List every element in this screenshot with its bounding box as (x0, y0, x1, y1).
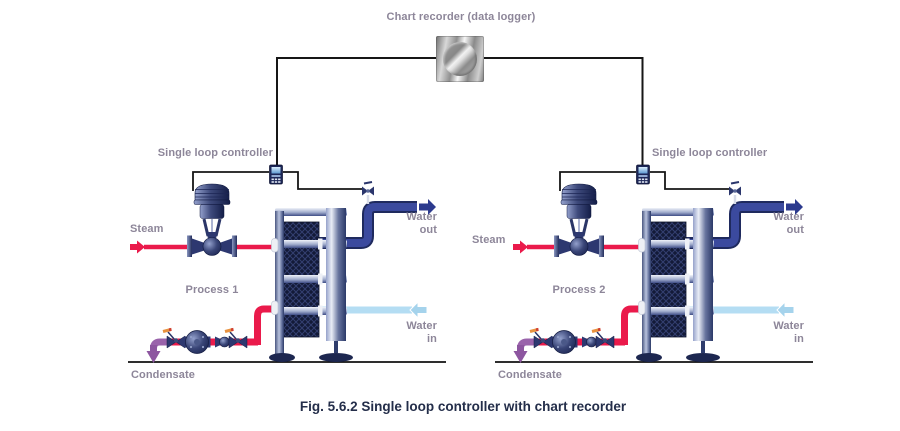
controller-to-sensor-wire (283, 171, 364, 190)
isolation-valve-icon (591, 327, 615, 349)
process-unit-2: Single loop controller Steam Process 2 W… (472, 145, 822, 395)
condensate-outlet-nozzle (638, 300, 646, 315)
isolation-valve-icon (224, 327, 248, 349)
condensate-label: Condensate (498, 369, 562, 381)
process-label: Process 1 (185, 284, 239, 296)
heat-exchanger-icon (269, 208, 353, 362)
condensate-outlet-nozzle (271, 300, 279, 315)
condensate-flow-arrow-icon (146, 345, 161, 363)
condensate-flow-arrow-icon (513, 345, 528, 363)
water-out-arrow-icon (786, 199, 803, 215)
controller-to-valve-wire (192, 171, 269, 191)
control-valve-icon (554, 183, 604, 257)
water-out-label: Water out (406, 211, 437, 236)
water-out-pipe (313, 201, 417, 249)
condensate-riser (621, 305, 643, 345)
water-in-label: Water in (773, 320, 804, 345)
steam-inlet-nozzle (638, 238, 646, 253)
ball-float-trap-icon (183, 330, 211, 354)
isolation-valve-icon (529, 327, 553, 349)
single-loop-controller-label: Single loop controller (652, 147, 768, 159)
steam-inlet-nozzle (271, 238, 279, 253)
temperature-sensor-icon (729, 181, 741, 204)
steam-label: Steam (472, 234, 506, 246)
controller-device-icon (269, 164, 283, 185)
condensate-riser (254, 305, 276, 345)
process-unit-1: Single loop controller Steam Process 1 W… (125, 145, 455, 395)
water-out-pipe (680, 201, 784, 249)
sight-check-valve-icon (215, 336, 230, 348)
sight-check-valve-icon (582, 336, 597, 348)
water-out-arrow-icon (419, 199, 436, 215)
water-in-arrow-icon (776, 300, 795, 320)
isolation-valve-icon (162, 327, 186, 349)
process-unit-2-graphic (495, 164, 813, 363)
steam-trap-assembly-icon (529, 327, 615, 354)
steam-flow-arrow-icon (513, 240, 528, 254)
process-label: Process 2 (552, 284, 606, 296)
steam-label: Steam (130, 223, 164, 235)
water-in-label: Water in (406, 320, 437, 345)
chart-recorder-dial-icon (443, 42, 477, 76)
controller-device-icon (636, 164, 650, 185)
figure-caption: Fig. 5.6.2 Single loop controller with c… (299, 399, 627, 414)
heat-exchanger-icon (636, 208, 720, 362)
ball-float-trap-icon (550, 330, 578, 354)
controller-to-sensor-wire (650, 171, 731, 190)
water-out-label: Water out (773, 211, 804, 236)
single-loop-controller-label: Single loop controller (157, 147, 273, 159)
control-valve-icon (187, 183, 237, 257)
condensate-label: Condensate (131, 369, 195, 381)
chart-recorder-label: Chart recorder (data logger) (386, 11, 536, 23)
steam-flow-arrow-icon (130, 240, 145, 254)
chart-recorder-icon (436, 36, 484, 82)
steam-trap-assembly-icon (162, 327, 248, 354)
temperature-sensor-icon (362, 181, 374, 204)
controller-to-valve-wire (559, 171, 636, 191)
water-in-arrow-icon (409, 300, 428, 320)
process-unit-1-graphic (128, 164, 446, 363)
